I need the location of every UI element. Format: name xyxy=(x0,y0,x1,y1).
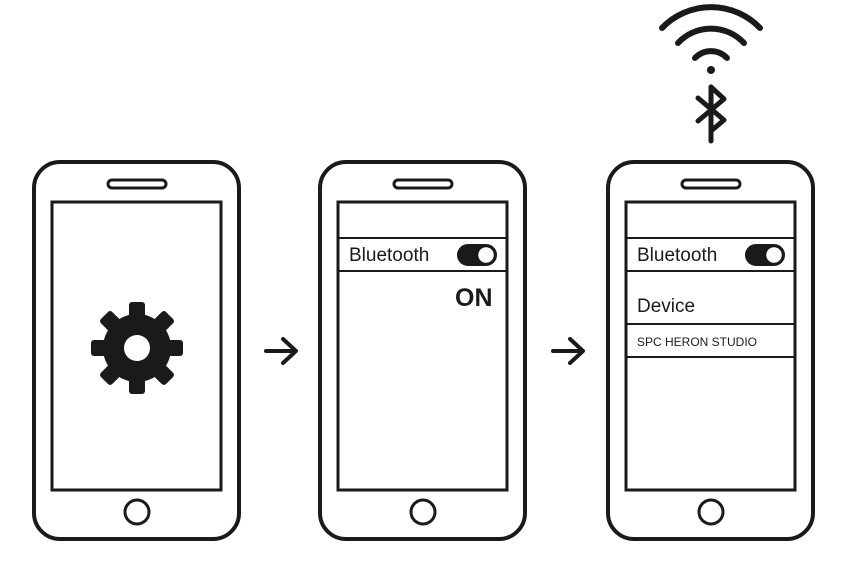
phone-speaker xyxy=(392,178,454,190)
phone-screen xyxy=(336,200,509,492)
wifi-icon xyxy=(659,4,763,74)
bluetooth-toggle[interactable] xyxy=(457,244,497,266)
arrow-right-icon xyxy=(551,337,585,365)
bluetooth-label: Bluetooth xyxy=(349,245,430,266)
phone-screen xyxy=(624,200,797,492)
arrow-right-icon xyxy=(264,337,298,365)
gear-icon[interactable] xyxy=(91,302,183,394)
bluetooth-label: Bluetooth xyxy=(637,245,718,266)
home-button[interactable] xyxy=(697,498,725,526)
bluetooth-status-label: ON xyxy=(455,284,493,312)
bluetooth-toggle[interactable] xyxy=(745,244,785,266)
phone-body xyxy=(318,160,527,541)
device-section-label: Device xyxy=(637,296,696,317)
device-list-item[interactable]: SPC HERON STUDIO xyxy=(637,335,758,349)
bluetooth-icon xyxy=(695,84,727,144)
phone-bluetooth-on xyxy=(318,160,527,541)
phone-device-list xyxy=(606,160,815,541)
phone-body xyxy=(32,160,241,541)
home-button[interactable] xyxy=(123,498,151,526)
phone-speaker xyxy=(680,178,742,190)
phone-screen xyxy=(50,200,223,492)
home-button[interactable] xyxy=(409,498,437,526)
phone-settings xyxy=(32,160,241,541)
phone-speaker xyxy=(106,178,168,190)
phone-body xyxy=(606,160,815,541)
